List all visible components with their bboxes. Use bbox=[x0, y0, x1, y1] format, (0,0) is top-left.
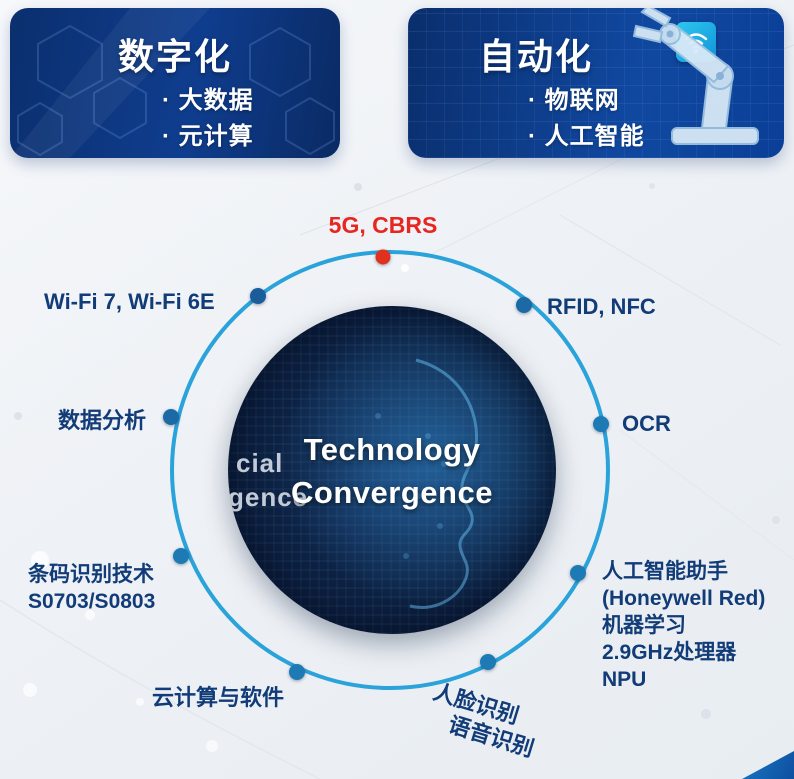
label-wifi-7-6e: Wi-Fi 7, Wi-Fi 6E bbox=[44, 289, 215, 314]
card-digitalization: 数字化 · 大数据 · 元计算 bbox=[10, 8, 340, 158]
node-dot-ocr bbox=[593, 416, 609, 432]
node-dot-ai-assistant bbox=[570, 565, 586, 581]
card-automation-item-ai: · 人工智能 bbox=[528, 123, 645, 150]
label-data-analysis: 数据分析 bbox=[58, 408, 147, 433]
label-barcode-line-2: S0703/S0803 bbox=[28, 590, 156, 613]
card-automation-title: 自动化 bbox=[478, 36, 593, 77]
label-barcode-line-1: 条码识别技术 bbox=[28, 563, 154, 586]
convergence-ring bbox=[170, 250, 610, 690]
center-circle: cial gence Technology Convergence bbox=[228, 306, 556, 634]
card-automation-item-iot: · 物联网 bbox=[528, 87, 620, 114]
card-digitalization-item-metacompute: · 元计算 bbox=[162, 123, 254, 150]
label-5g-cbrs: 5G, CBRS bbox=[328, 212, 438, 238]
background-word-fragment-artificial: cial bbox=[236, 448, 284, 478]
center-title-line1: Technology bbox=[303, 432, 481, 467]
digital-face-illustration bbox=[375, 358, 478, 609]
center-title: Technology Convergence bbox=[228, 428, 556, 514]
label-ai-line-2: (Honeywell Red) bbox=[602, 587, 766, 610]
label-ocr: OCR bbox=[622, 411, 671, 436]
card-digitalization-title: 数字化 bbox=[117, 36, 232, 77]
node-dot-data-analysis bbox=[163, 409, 179, 425]
label-barcode-tech: 条码识别技术 S0703/S0803 bbox=[28, 561, 155, 615]
robot-arm-illustration bbox=[632, 8, 759, 145]
node-dot-rfid-nfc bbox=[516, 297, 532, 313]
node-dot-5g-cbrs bbox=[375, 249, 391, 265]
node-dot-barcode-tech bbox=[173, 548, 189, 564]
label-ai-line-4: 2.9GHz处理器 bbox=[602, 641, 737, 664]
label-rfid-nfc: RFID, NFC bbox=[547, 294, 656, 319]
label-ai-line-1: 人工智能助手 bbox=[602, 560, 728, 583]
label-ai-line-3: 机器学习 bbox=[602, 614, 686, 637]
card-digitalization-item-bigdata: · 大数据 bbox=[162, 87, 254, 114]
center-title-line2: Convergence bbox=[291, 475, 493, 510]
node-dot-wifi bbox=[250, 288, 266, 304]
node-dot-cloud-software bbox=[289, 664, 305, 680]
card-automation: 自动化 · 物联网 · 人工智能 bbox=[408, 8, 784, 158]
label-cloud-software: 云计算与软件 bbox=[152, 685, 285, 710]
node-dot-face-voice-recognition bbox=[480, 654, 496, 670]
background-word-fragment-intelligence: gence bbox=[228, 482, 309, 512]
corner-wedge-decoration bbox=[742, 751, 794, 779]
label-face-voice-recognition: 人脸识别 语音识别 bbox=[422, 678, 545, 762]
label-ai-line-5: NPU bbox=[602, 668, 647, 691]
label-ai-assistant: 人工智能助手 (Honeywell Red) 机器学习 2.9GHz处理器 NP… bbox=[602, 558, 765, 693]
